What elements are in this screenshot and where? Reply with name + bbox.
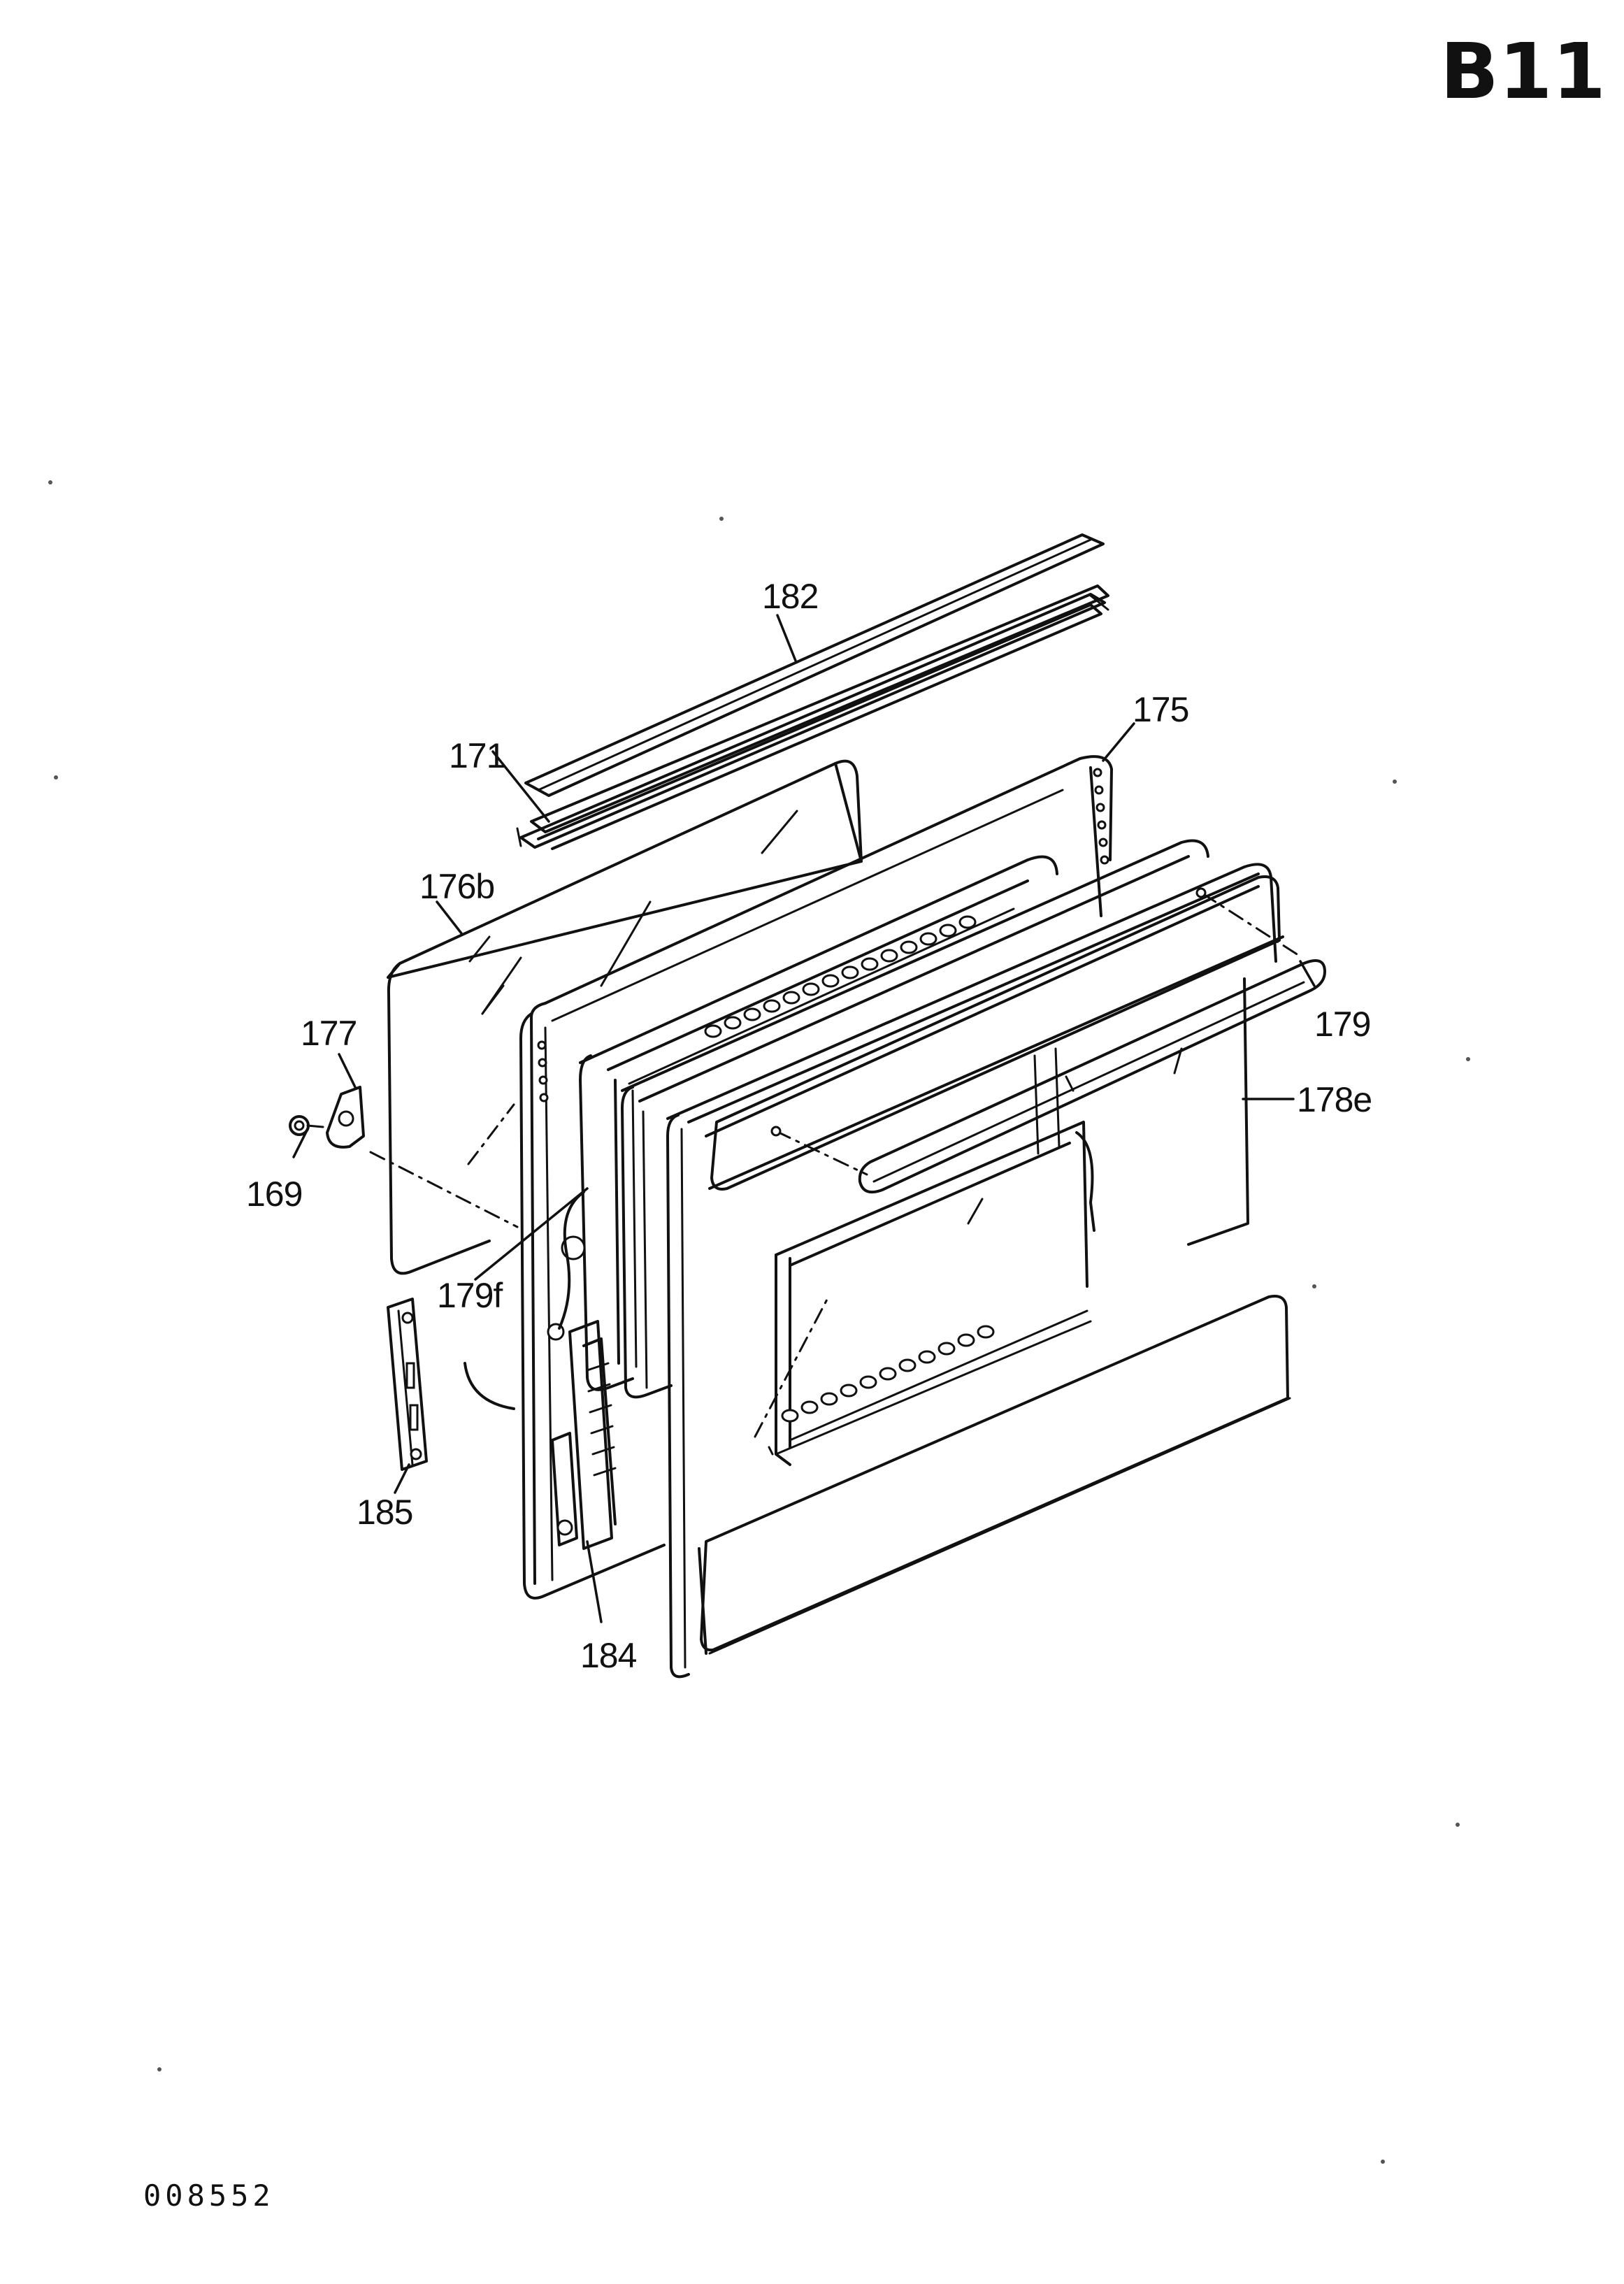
label-182: 182	[762, 577, 818, 616]
bottom-kick-panel	[698, 1295, 1291, 1655]
leader-lines	[292, 614, 1316, 1623]
part-185-bracket	[387, 1298, 428, 1471]
frame-side-holes	[537, 768, 1109, 1103]
drawing-number: 008552	[143, 2178, 275, 2213]
label-169: 169	[246, 1175, 302, 1214]
part-179-handle	[770, 887, 1326, 1193]
scan-specks	[48, 480, 1470, 2164]
label-171: 171	[449, 736, 505, 775]
label-179f: 179f	[437, 1276, 503, 1315]
part-182-top-trim	[516, 533, 1109, 850]
latch-alignment-line	[369, 1151, 519, 1228]
label-184: 184	[580, 1636, 637, 1675]
label-185: 185	[357, 1493, 412, 1532]
part-175-door-frame	[519, 755, 1113, 1600]
part-169-screw	[289, 1115, 324, 1136]
middle-glass-frame	[621, 839, 1209, 1399]
label-179: 179	[1314, 1005, 1370, 1044]
part-176b-inner-glass	[387, 759, 863, 1275]
vent-holes-top	[704, 915, 977, 1038]
label-175: 175	[1133, 690, 1188, 729]
sheet-code: B11	[1440, 27, 1606, 116]
label-177: 177	[301, 1014, 357, 1053]
part-177-latch	[326, 1086, 365, 1149]
outer-door-top-strip	[705, 875, 1284, 1191]
vent-holes-bottom	[781, 1325, 995, 1423]
label-178e: 178e	[1297, 1080, 1372, 1119]
label-176b: 176b	[419, 867, 494, 906]
part-178e-outer-door-panel	[666, 863, 1277, 1679]
inner-heat-shield	[579, 855, 1058, 1391]
part-184-hinge	[464, 1191, 617, 1550]
part-labels: 182 175 171 176b 179 177 178e 169 179f 1…	[246, 577, 1372, 1675]
